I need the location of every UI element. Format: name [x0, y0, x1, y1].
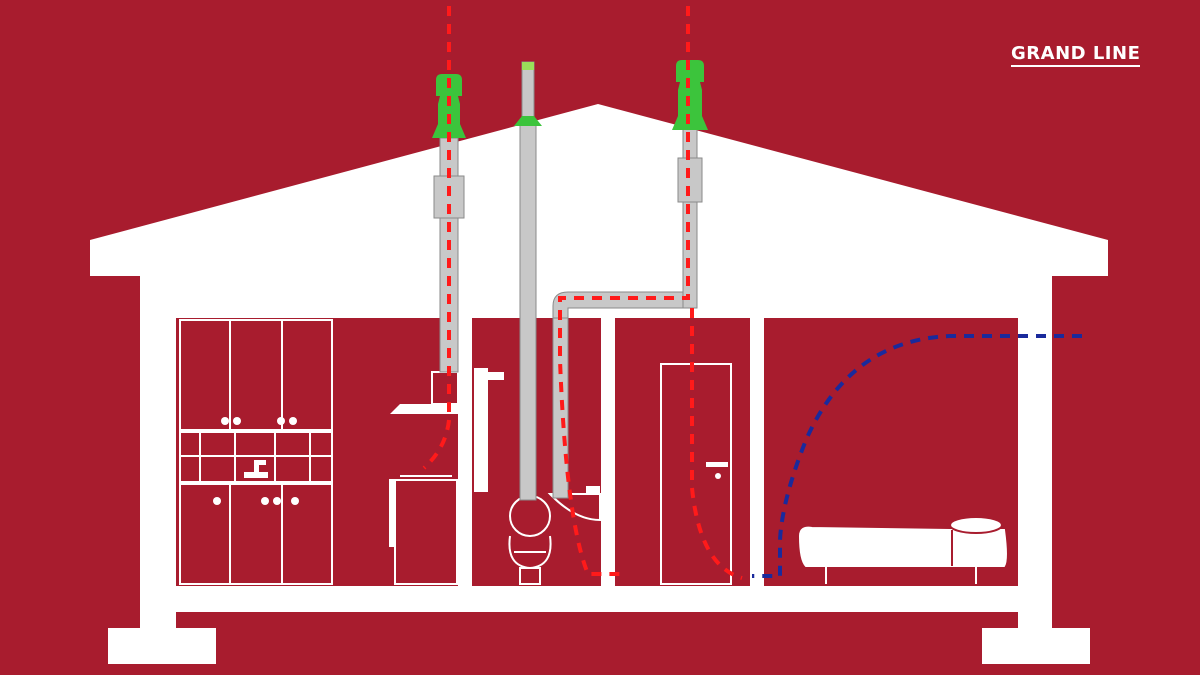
floor-slab	[140, 586, 1052, 612]
partition-bathroom	[601, 318, 615, 588]
partition-kitchen	[458, 318, 472, 588]
exhaust-airflow	[422, 6, 743, 580]
stove-icon	[389, 475, 458, 585]
cabinet-icon	[179, 319, 333, 585]
window-icon	[1019, 322, 1051, 586]
faucet-icon	[244, 460, 268, 478]
duct-kitchen	[433, 137, 465, 373]
vent-pipe-icon	[514, 61, 542, 501]
bed-icon	[798, 516, 1007, 584]
partition-hall	[750, 318, 764, 588]
brand-logo: GRAND LINE	[1011, 44, 1141, 67]
foundation-left-column	[140, 600, 176, 630]
wall-fixture	[474, 368, 504, 492]
deflector-icon-bathroom	[672, 60, 708, 130]
door-icon	[660, 363, 732, 585]
foundation-right	[982, 628, 1090, 664]
roof	[90, 104, 1108, 276]
supply-airflow	[752, 334, 1082, 578]
foundation-left	[108, 628, 216, 664]
foundation-right-column	[1018, 600, 1052, 630]
sink-icon	[547, 486, 601, 522]
cabinet-knobs	[213, 417, 299, 505]
left-wall	[140, 276, 176, 611]
toilet-icon	[508, 495, 552, 585]
